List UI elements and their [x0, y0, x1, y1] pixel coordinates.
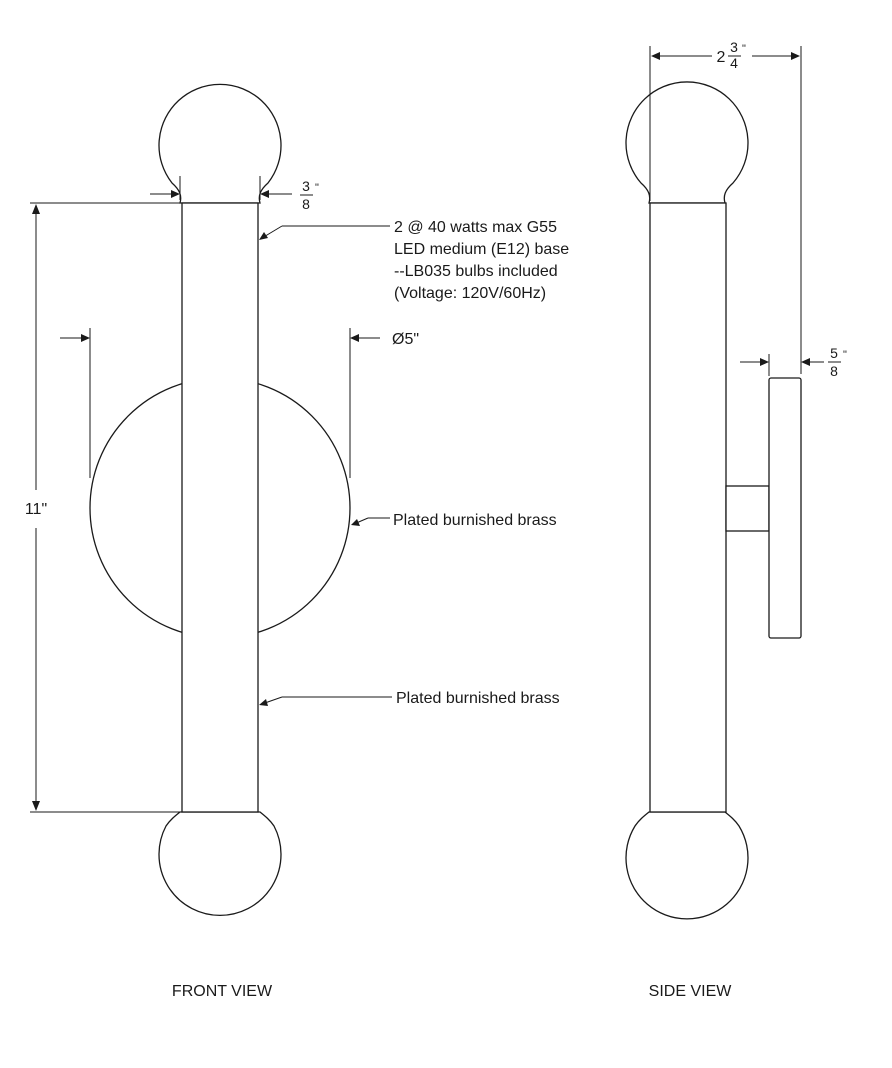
body-finish-label: Plated burnished brass: [396, 690, 560, 707]
side-mounting-arm: [725, 485, 770, 532]
side-view-label: SIDE VIEW: [649, 983, 733, 1000]
side-top-bulb: [625, 81, 749, 204]
side-bottom-bulb: [625, 811, 749, 920]
svg-text:--LB035 bulbs included: --LB035 bulbs included: [394, 263, 558, 280]
neck-width-dimension: [150, 176, 292, 200]
backplate-finish-leader: [351, 517, 390, 526]
backplate-diameter-label: Ø5": [392, 331, 419, 348]
svg-text:(Voltage: 120V/60Hz): (Voltage: 120V/60Hz): [394, 285, 546, 302]
bulb-spec-leader: [259, 225, 390, 240]
neck-width-label: 3 8 ": [300, 178, 319, 212]
bulb-spec-label: 2 @ 40 watts max G55 LED medium (E12) ba…: [394, 219, 569, 302]
svg-text:2 @ 40 watts max G55: 2 @ 40 watts max G55: [394, 219, 557, 236]
svg-text:5: 5: [830, 345, 838, 361]
svg-text:8: 8: [830, 363, 838, 379]
svg-text:": ": [315, 182, 319, 194]
svg-text:LED medium (E12) base: LED medium (E12) base: [394, 241, 569, 258]
height-dimension: [30, 202, 180, 813]
backplate-diameter-dimension: [60, 328, 380, 478]
height-label: 11": [25, 501, 47, 518]
plate-thickness-label: 5 8 ": [828, 345, 847, 379]
svg-text:": ": [843, 349, 847, 361]
front-body-tube: [181, 202, 259, 813]
body-finish-leader: [259, 696, 392, 706]
depth-label: 2 3 4 ": [717, 39, 746, 71]
side-body-tube: [649, 202, 727, 813]
plate-thickness-dimension: [740, 354, 824, 376]
svg-text:8: 8: [302, 196, 310, 212]
front-view: 11" 3 8 " Ø5": [25, 83, 569, 1000]
svg-text:3: 3: [302, 178, 310, 194]
backplate-finish-label: Plated burnished brass: [393, 512, 557, 529]
front-bottom-bulb: [158, 811, 282, 916]
svg-text:2: 2: [717, 49, 726, 66]
depth-dimension: [649, 46, 802, 374]
side-view: 2 3 4 " 5 8 " SIDE VIEW: [625, 39, 847, 1000]
front-view-label: FRONT VIEW: [172, 983, 273, 1000]
svg-text:": ": [742, 43, 746, 55]
svg-text:4: 4: [730, 55, 738, 71]
side-backplate: [768, 377, 802, 639]
svg-text:3: 3: [730, 39, 738, 55]
front-top-bulb: [158, 83, 282, 204]
